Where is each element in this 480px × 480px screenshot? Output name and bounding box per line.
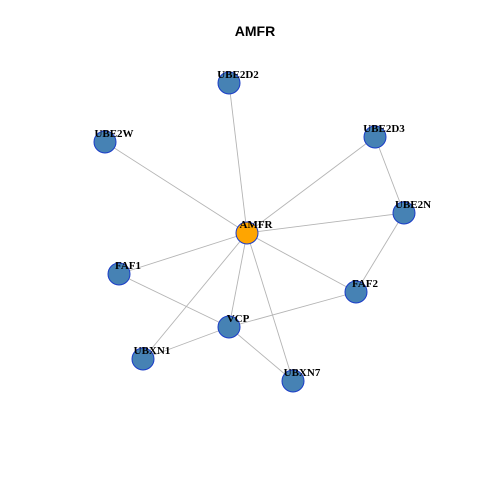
node-ubxn1 xyxy=(131,347,155,371)
edge-amfr-ube2d2 xyxy=(228,82,248,234)
node-vcp xyxy=(217,315,241,339)
diagram-title: AMFR xyxy=(235,23,275,39)
node-ube2w xyxy=(93,130,117,154)
node-label-ubxn7: UBXN7 xyxy=(284,367,321,379)
edge-amfr-ube2d3 xyxy=(246,136,376,234)
node-label-ube2d3: UBE2D3 xyxy=(363,123,405,135)
node-faf1 xyxy=(107,262,131,286)
node-label-ubxn1: UBXN1 xyxy=(134,345,171,357)
node-ube2d2 xyxy=(217,71,241,95)
node-label-amfr: AMFR xyxy=(240,219,274,231)
edge-amfr-faf2 xyxy=(246,232,357,293)
edge-faf2-vcp xyxy=(228,291,357,328)
node-faf2 xyxy=(344,280,368,304)
node-label-faf2: FAF2 xyxy=(352,278,379,290)
edge-vcp-ubxn7 xyxy=(228,326,294,382)
edge-amfr-ube2w xyxy=(104,141,248,234)
edge-layer xyxy=(104,82,405,382)
edge-ube2n-faf2 xyxy=(355,212,405,293)
edge-amfr-ubxn1 xyxy=(142,232,248,360)
node-label-ube2n: UBE2N xyxy=(395,199,431,211)
node-amfr xyxy=(235,221,259,245)
edge-amfr-ube2n xyxy=(246,212,405,234)
node-ubxn7 xyxy=(281,369,305,393)
node-label-ube2d2: UBE2D2 xyxy=(217,69,259,81)
edge-vcp-ubxn1 xyxy=(142,326,230,360)
node-ube2d3 xyxy=(363,125,387,149)
edge-ube2d3-ube2n xyxy=(374,136,405,214)
node-label-vcp: VCP xyxy=(227,313,250,325)
edge-amfr-faf1 xyxy=(118,232,248,275)
edge-amfr-ubxn7 xyxy=(246,232,294,382)
edge-faf1-vcp xyxy=(118,273,230,328)
node-label-faf1: FAF1 xyxy=(115,260,141,272)
node-label-ube2w: UBE2W xyxy=(94,128,133,140)
node-layer xyxy=(93,71,416,393)
edge-amfr-vcp xyxy=(228,232,248,328)
node-ube2n xyxy=(392,201,416,225)
